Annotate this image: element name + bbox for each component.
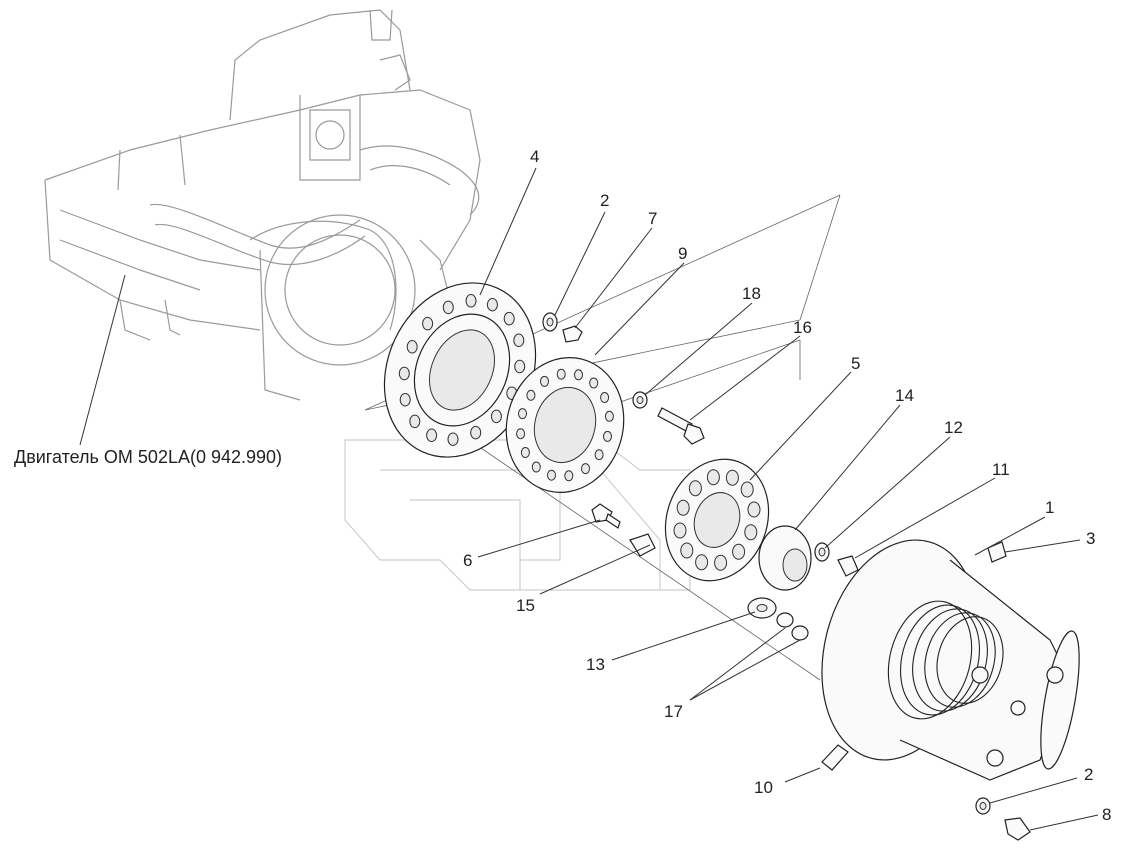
bolt-hole [589,377,599,389]
callout-labels: 4 2 7 9 18 16 5 14 12 11 1 3 6 15 13 17 … [463,147,1111,824]
bolt-hole [594,449,604,461]
bolt-hole [603,430,612,442]
bolt-hole [714,554,728,571]
bolt-hole [747,501,761,518]
bolt-hole [520,447,530,458]
watermark-outline [344,439,691,591]
bolt-hole [398,366,410,381]
leader-lines [477,167,1099,831]
bolt-hole [556,368,566,380]
callout-11: 11 [992,460,1010,479]
callout-4: 4 [530,147,539,166]
part-4-flange-plate [383,282,537,458]
part-18-washer [632,391,648,409]
bolt-hole [422,316,434,331]
bolt-hole [574,369,583,381]
callout-9: 9 [678,244,687,263]
bolt-hole [695,554,709,571]
bolt-hole [465,294,477,308]
part-7-bolt [562,325,583,343]
callout-12: 12 [944,418,963,437]
bolt-hole [600,392,610,403]
bolt-hole [706,469,720,486]
bolt-hole [676,499,690,516]
callout-15: 15 [516,596,535,615]
part-5-coupling-disc [664,458,770,582]
part-13-washer [747,597,777,619]
part-11-bolt [837,555,859,577]
callout-17: 17 [664,702,683,721]
bolt-hole [673,522,687,539]
bolt-hole [406,340,418,354]
callout-7: 7 [648,209,657,228]
bolt-hole [725,469,739,486]
part-8-bolt [1004,817,1031,841]
bolt-hole [518,408,527,420]
bolt-hole [732,543,746,560]
bolt-hole [564,470,574,482]
bolt-hole [526,389,536,401]
bolt-hole [688,480,702,497]
bolt-hole [740,481,754,498]
part-14-hub [758,525,812,591]
callout-13: 13 [586,655,605,674]
callout-14: 14 [895,386,914,405]
bolt-hole [426,428,438,443]
bolt-hole [470,425,482,440]
bolt-hole [680,542,694,559]
bolt-hole [442,300,454,315]
bolt-hole [581,463,590,475]
part-6-stud [591,503,621,529]
callout-3: 3 [1086,529,1095,548]
callout-8: 8 [1102,805,1111,824]
bolt-hole [399,392,411,407]
part-2-washer [542,312,558,332]
callout-5: 5 [851,354,860,373]
bolt-hole [513,333,525,348]
part-16-long-bolt [657,407,705,445]
bolt-hole [514,359,526,374]
bolt-hole [540,375,549,387]
part-17-nuts [776,612,809,641]
part-1-housing [821,539,1080,781]
callout-6: 6 [463,551,472,570]
callout-2-bottom: 2 [1084,765,1093,784]
bolt-hole [744,524,758,541]
part-10-fitting [821,744,849,771]
bolt-hole [503,311,515,326]
callout-1: 1 [1045,498,1054,517]
callout-16: 16 [793,318,812,337]
bolt-hole [490,409,502,424]
part-2-washer-lower [975,797,991,815]
engine-drawing [44,9,481,401]
callout-10: 10 [754,778,773,797]
bolt-hole [447,432,459,446]
bolt-hole [409,414,421,429]
bolt-hole [604,410,614,422]
bolt-hole [531,461,541,473]
engine-label: Двигатель ОМ 502LA(0 942.990) [14,447,282,467]
callout-18: 18 [742,284,761,303]
engine-leader [79,274,126,446]
bolt-hole [547,469,556,481]
callout-2-top: 2 [600,191,609,210]
part-3-fitting [987,541,1007,563]
bolt-hole [486,297,498,312]
part-9-perforated-disc [505,357,625,493]
bolt-hole [516,428,526,440]
